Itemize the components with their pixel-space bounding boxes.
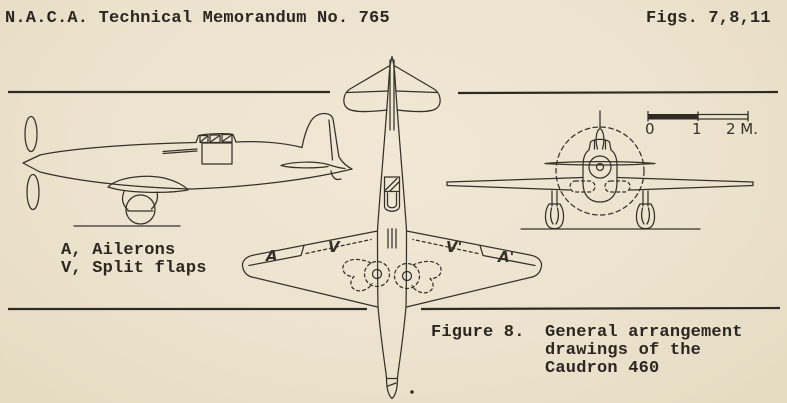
tailplane-side	[280, 161, 346, 170]
ink-speck	[410, 390, 414, 394]
canopy-front	[588, 138, 612, 151]
fuselage-front	[582, 149, 618, 203]
caption-figure-label: Figure 8.	[431, 323, 525, 342]
header-document-title: N.A.C.A. Technical Memorandum No. 765	[5, 9, 390, 28]
wing-label-right-aileron: A'	[498, 248, 515, 266]
side-view-drawing	[22, 112, 353, 227]
wing-label-left-flap: V	[328, 238, 340, 256]
flap-hinge-left	[305, 238, 372, 255]
wheel-side	[125, 194, 156, 225]
aileron-left-plan	[248, 244, 305, 267]
front-view-drawing	[446, 110, 754, 230]
wing-front	[446, 176, 754, 191]
gear-well-right-front	[604, 180, 631, 193]
spinner-front	[588, 155, 612, 179]
tailplane-plan	[343, 65, 441, 113]
tailplane-front	[544, 161, 656, 166]
tail-skid-side	[330, 170, 342, 181]
wing-label-right-flap: V'	[446, 238, 463, 256]
gear-well-left-front	[569, 180, 596, 193]
caption-line-1: General arrangement	[545, 323, 743, 342]
canopy-side	[199, 133, 233, 144]
scale-bar	[647, 110, 749, 122]
vertical-fin-side	[301, 112, 353, 170]
wing-plan	[241, 227, 543, 308]
separator-rules	[8, 90, 781, 311]
propeller-disc-front	[555, 126, 645, 216]
propeller-blade-upper	[24, 115, 38, 153]
caption-line-3: Caudron 460	[545, 359, 660, 378]
wheel-fairing-side	[121, 190, 159, 211]
legend-aileron-line: A, Ailerons	[61, 241, 176, 260]
plan-view-drawing	[241, 55, 543, 400]
flap-hinge-right	[412, 238, 479, 255]
header-figure-numbers: Figs. 7,8,11	[646, 9, 771, 28]
scale-tick-1: 1	[692, 120, 702, 138]
canopy-plan	[383, 176, 401, 212]
aileron-right-plan	[479, 244, 536, 267]
propeller-blade-front	[595, 127, 605, 150]
scale-tick-0: 0	[645, 120, 655, 138]
landing-gear-plan	[342, 258, 442, 294]
scale-tick-2: 2 M.	[726, 120, 759, 138]
cockpit-door-side	[201, 142, 233, 165]
wing-label-left-aileron: A	[266, 247, 278, 265]
wing-section-side	[107, 175, 189, 194]
legend-flap-line: V, Split flaps	[61, 259, 207, 278]
propeller-blade-lower	[26, 173, 40, 211]
caption-line-2: drawings of the	[545, 341, 702, 360]
spinner-plan	[385, 376, 399, 400]
spinner-side	[22, 154, 41, 173]
landing-gear-front	[544, 190, 656, 230]
